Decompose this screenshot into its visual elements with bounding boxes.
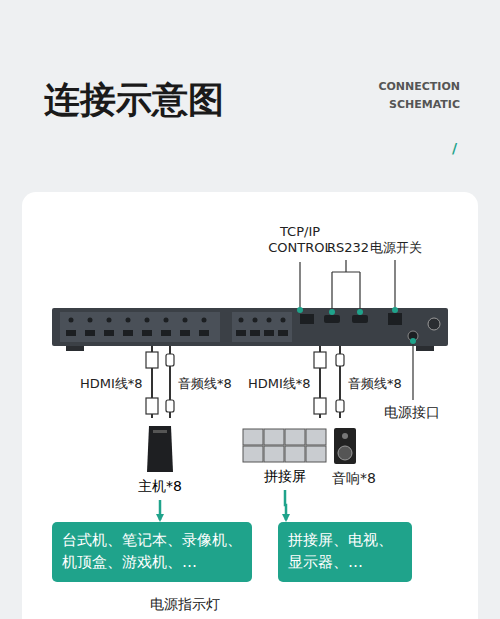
hdmi-port bbox=[180, 330, 190, 336]
hdmi-port bbox=[161, 330, 171, 336]
port-dot bbox=[410, 338, 416, 344]
tcp-wire bbox=[299, 262, 300, 310]
hdmi-port bbox=[278, 330, 288, 336]
audio-jack bbox=[267, 318, 272, 323]
wall-panel bbox=[264, 446, 284, 462]
wall-panel bbox=[285, 446, 305, 462]
display-group-box: 拼接屏、电视、显示器、… bbox=[278, 522, 412, 582]
device-foot bbox=[66, 346, 84, 351]
wall-panel bbox=[243, 429, 263, 445]
device-group-box: 台式机、笔记本、录像机、机顶盒、游戏机、… bbox=[52, 522, 252, 582]
port-dot bbox=[392, 307, 398, 313]
node-text: 主机*8 bbox=[128, 478, 192, 496]
video-wall-icon bbox=[242, 428, 328, 464]
hdmi-port bbox=[104, 330, 114, 336]
host-pc-icon bbox=[145, 424, 175, 474]
audio-plug bbox=[336, 400, 344, 412]
audio-jack bbox=[107, 318, 112, 323]
plugs bbox=[146, 352, 344, 414]
audio-jack bbox=[183, 318, 188, 323]
audio-jack bbox=[239, 318, 244, 323]
subtitle: CONNECTION bbox=[378, 80, 460, 94]
speaker-tweeter bbox=[342, 433, 348, 439]
hdmi-port bbox=[199, 330, 209, 336]
video-wall-node: 拼接屏 bbox=[240, 428, 330, 486]
port-label: TCP/IP CONTROL bbox=[262, 224, 338, 257]
node-text: 拼接屏、电视、显示器、… bbox=[288, 530, 402, 574]
indicator-label: 电源指示灯 bbox=[150, 596, 220, 614]
port-dot bbox=[297, 307, 303, 313]
control-wires bbox=[300, 260, 413, 400]
wall-panel bbox=[264, 429, 284, 445]
hdmi-plug bbox=[314, 398, 326, 414]
audio-jack bbox=[145, 318, 150, 323]
device-label: 音响*8 bbox=[332, 470, 376, 488]
audio-plug bbox=[166, 354, 174, 366]
speaker-icon bbox=[334, 428, 356, 464]
audio-jack bbox=[253, 318, 258, 323]
rj45-port bbox=[300, 314, 314, 324]
port-label: RS232 bbox=[327, 240, 369, 256]
output-panel bbox=[232, 312, 292, 342]
wall-panel bbox=[306, 446, 326, 462]
port-dots bbox=[297, 307, 416, 344]
audio-plug bbox=[336, 354, 344, 366]
speaker-body bbox=[334, 428, 356, 464]
device-foot bbox=[416, 346, 434, 351]
input-panel bbox=[60, 312, 220, 342]
cable-label: 音频线*8 bbox=[178, 376, 232, 392]
pc-tower bbox=[147, 426, 173, 472]
rs232-port bbox=[352, 315, 368, 323]
port-label: 电源接口 bbox=[384, 404, 440, 422]
hdmi-port bbox=[123, 330, 133, 336]
hdmi-port bbox=[66, 330, 76, 336]
rs232-bracket bbox=[332, 260, 360, 312]
power-indicator bbox=[428, 318, 440, 330]
node-text: 拼接屏 bbox=[240, 468, 330, 486]
hdmi-port bbox=[236, 330, 246, 336]
flow-arrow bbox=[285, 490, 286, 520]
cables bbox=[152, 346, 340, 418]
pc-bay bbox=[153, 430, 167, 433]
node-text: 台式机、笔记本、录像机、机顶盒、游戏机、… bbox=[62, 530, 242, 574]
audio-jack bbox=[281, 318, 286, 323]
wall-panel bbox=[243, 446, 263, 462]
host-node: 主机*8 bbox=[128, 424, 192, 496]
hdmi-port bbox=[142, 330, 152, 336]
page-title: 连接示意图 bbox=[44, 78, 224, 121]
audio-plug bbox=[166, 400, 174, 412]
port-dot bbox=[329, 309, 335, 315]
hdmi-plug bbox=[314, 352, 326, 368]
rs232-port bbox=[324, 315, 340, 323]
wall-panel bbox=[306, 429, 326, 445]
hdmi-plug bbox=[146, 352, 158, 368]
device-body bbox=[52, 308, 448, 346]
cable-label: HDMI线*8 bbox=[248, 376, 311, 392]
port-label: 电源开关 bbox=[370, 240, 422, 256]
hdmi-port bbox=[250, 330, 260, 336]
audio-jack bbox=[164, 318, 169, 323]
port-dot bbox=[357, 309, 363, 315]
switch-wire bbox=[394, 260, 395, 310]
accent-mark: / bbox=[452, 140, 457, 158]
audio-jack bbox=[69, 318, 74, 323]
audio-jack bbox=[88, 318, 93, 323]
hdmi-port bbox=[264, 330, 274, 336]
subtitle: SCHEMATIC bbox=[389, 98, 460, 112]
power-leader bbox=[412, 341, 413, 400]
cable-label: HDMI线*8 bbox=[80, 376, 143, 392]
wall-panel bbox=[285, 429, 305, 445]
flow-arrow bbox=[159, 500, 162, 520]
hdmi-port-row bbox=[66, 318, 288, 337]
power-switch bbox=[388, 313, 402, 325]
audio-jack bbox=[202, 318, 207, 323]
matrix-device bbox=[52, 308, 448, 351]
cable-label: 音频线*8 bbox=[348, 376, 402, 392]
hdmi-port bbox=[85, 330, 95, 336]
hdmi-plug bbox=[146, 398, 158, 414]
audio-jack bbox=[126, 318, 131, 323]
speaker-woofer bbox=[338, 446, 352, 460]
